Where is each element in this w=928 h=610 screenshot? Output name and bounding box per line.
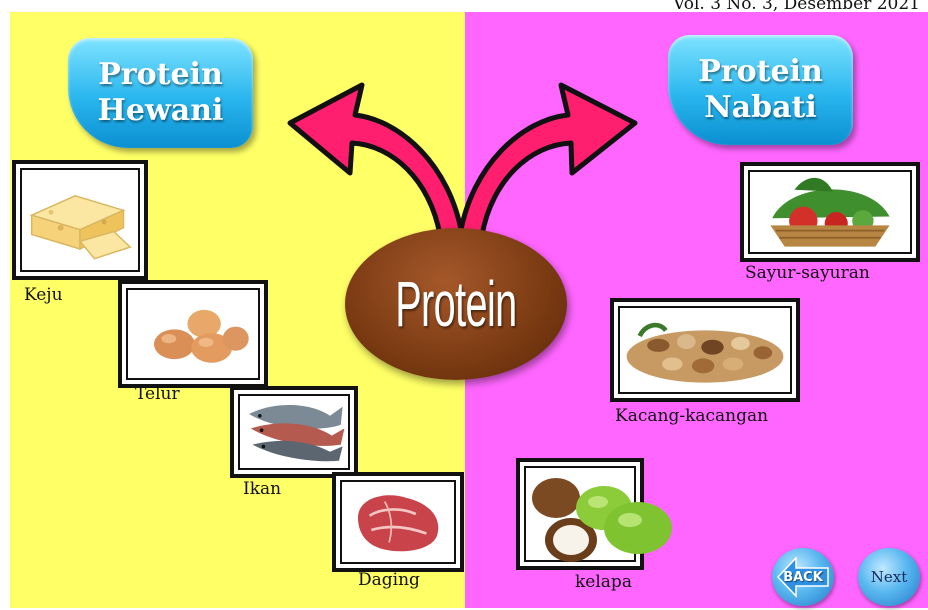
fish-label: Ikan [243, 479, 281, 499]
split-arrows-icon [280, 45, 660, 245]
plant-protein-title: Protein Nabati [668, 35, 853, 145]
meat-icon [342, 482, 454, 562]
coconut-card [516, 458, 644, 570]
eggs-icon [128, 290, 258, 378]
vegetables-icon [750, 172, 910, 252]
vegetables-label: Sayur-sayuran [745, 263, 870, 283]
cheese-label: Keju [24, 285, 63, 305]
eggs-card [118, 280, 268, 388]
plant-protein-title-line2: Nabati [704, 90, 817, 126]
cheese-icon [22, 170, 138, 270]
meat-label: Daging [358, 570, 420, 590]
fish-card [230, 386, 358, 478]
eggs-label: Telur [135, 384, 180, 404]
cheese-card [12, 160, 148, 280]
nuts-label: Kacang-kacangan [615, 406, 768, 426]
animal-protein-title-line2: Hewani [98, 93, 224, 129]
animal-protein-title: Protein Hewani [68, 38, 253, 148]
protein-center-label: Protein [395, 267, 516, 341]
back-button-label: BACK [783, 570, 823, 585]
protein-center-oval: Protein [345, 228, 567, 380]
vegetables-card [740, 162, 920, 262]
coconut-label: kelapa [575, 572, 632, 592]
nuts-card [610, 298, 800, 402]
nuts-icon [620, 308, 790, 392]
animal-protein-title-line1: Protein [98, 57, 223, 93]
coconut-icon [526, 468, 686, 578]
meat-card [332, 472, 464, 572]
next-button-label: Next [871, 568, 908, 586]
fish-icon [240, 396, 348, 468]
plant-protein-title-line1: Protein [698, 54, 823, 90]
next-button[interactable]: Next [858, 548, 920, 606]
back-button[interactable]: BACK [772, 548, 834, 606]
